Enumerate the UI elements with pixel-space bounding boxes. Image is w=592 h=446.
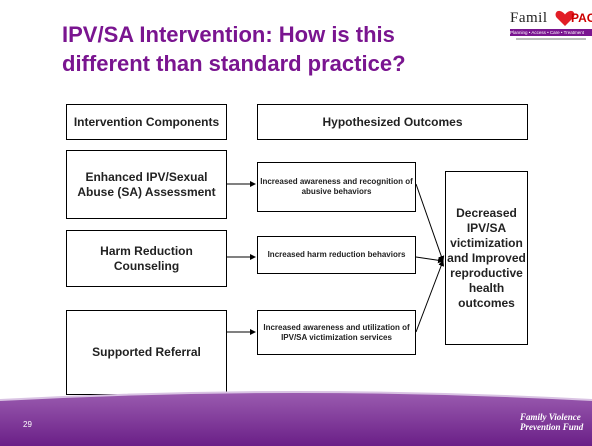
- component-referral: Supported Referral: [66, 310, 227, 395]
- component-assessment: Enhanced IPV/Sexual Abuse (SA) Assessmen…: [66, 150, 227, 219]
- outcome-awareness: Increased awareness and recognition of a…: [257, 162, 416, 212]
- arrow-outcome-2: [415, 256, 444, 264]
- logo-tagline: Planning • Access • Care • Treatment: [510, 29, 592, 36]
- header-hypothesized-outcomes: Hypothesized Outcomes: [257, 104, 528, 140]
- familypact-logo: Famil PAC Planning • Access • Care • Tre…: [510, 8, 592, 48]
- outcome-services: Increased awareness and utilization of I…: [257, 310, 416, 355]
- header-intervention-components: Intervention Components: [66, 104, 227, 140]
- component-counseling: Harm Reduction Counseling: [66, 230, 227, 287]
- arrow-outcome-1: [415, 183, 445, 262]
- outcome-harm-reduction: Increased harm reduction behaviors: [257, 236, 416, 274]
- logo-accent: PAC: [571, 11, 592, 25]
- slide-number: 29: [23, 420, 32, 429]
- footer-logo-line2: Prevention Fund: [520, 422, 584, 432]
- footer-logo-line1: Family Violence: [520, 412, 581, 422]
- slide-title: IPV/SA Intervention: How is this differe…: [62, 22, 406, 76]
- heart-icon: [555, 10, 575, 26]
- logo-text: Famil: [510, 10, 548, 26]
- arrow-outcome-3: [415, 260, 445, 333]
- footer-band: [0, 391, 592, 446]
- final-outcome: Decreased IPV/SA victimization and Impro…: [445, 171, 528, 345]
- family-violence-prevention-fund-logo: Family Violence Prevention Fund: [520, 412, 592, 432]
- logo-underline: [516, 38, 586, 40]
